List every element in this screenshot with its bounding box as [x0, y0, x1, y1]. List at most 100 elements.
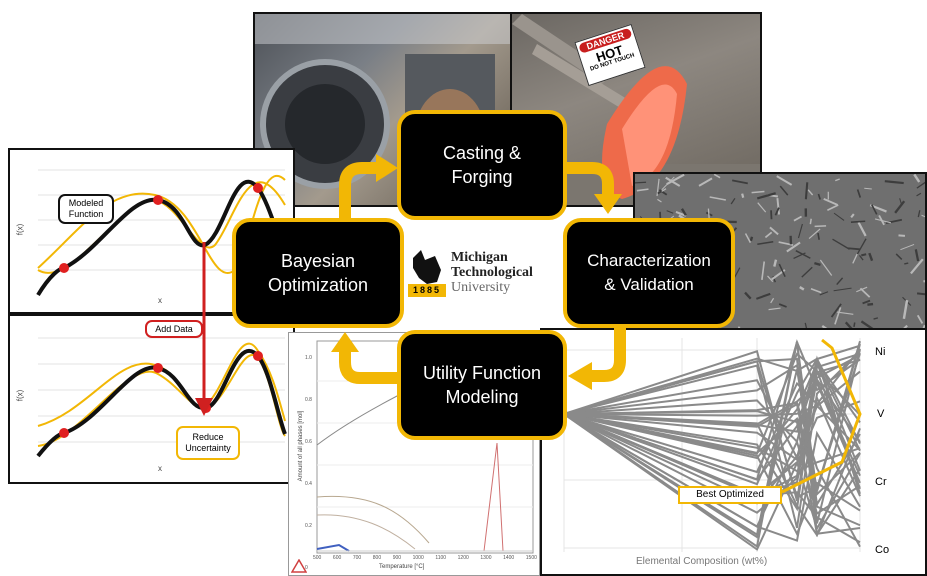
micro-grain	[666, 210, 674, 214]
micro-grain	[817, 232, 820, 240]
micro-grain	[864, 187, 872, 190]
micro-grain	[871, 204, 878, 215]
logo-year: 1885	[412, 285, 442, 295]
micro-grain	[768, 307, 781, 311]
micro-grain	[867, 302, 874, 306]
micro-grain	[767, 275, 774, 283]
micro-grain	[817, 193, 821, 200]
micro-grain	[850, 213, 855, 219]
micro-grain	[680, 208, 687, 216]
micro-grain	[757, 241, 774, 246]
micro-grain	[917, 210, 921, 218]
best-optimized-line	[781, 338, 862, 494]
gp-bottom-xlabel: x	[158, 464, 162, 473]
micro-grain	[801, 266, 813, 278]
phase-xtick: 600	[332, 555, 342, 561]
micro-grain	[916, 181, 925, 189]
micro-grain	[857, 221, 867, 237]
parallel-candidate-line	[563, 358, 861, 433]
thermocalc-logo-icon	[291, 559, 307, 573]
phase-xtick: 1000	[412, 555, 424, 561]
axis-label-co: Co	[875, 544, 890, 556]
micro-grain	[744, 233, 752, 243]
parallel-coordinates-graphic	[563, 338, 862, 552]
micro-grain	[823, 198, 838, 206]
phase-xtick: 900	[392, 555, 402, 561]
utility-function-modeling-step: Utility Function Modeling	[397, 330, 567, 440]
micro-grain	[661, 176, 675, 191]
micro-grain	[757, 202, 767, 213]
casting-forging-step: Casting & Forging	[397, 110, 567, 220]
phase-ytick: 0.4	[305, 481, 312, 487]
micro-grain	[904, 262, 909, 265]
phase-xtick: 700	[352, 555, 362, 561]
micro-grain	[810, 288, 822, 294]
micro-grain	[819, 259, 833, 276]
micro-grain	[709, 196, 726, 201]
logo-line-university: University	[451, 280, 511, 295]
micro-grain	[856, 286, 868, 293]
micro-grain	[698, 177, 713, 187]
micro-grain	[770, 297, 775, 304]
parallel-candidate-line	[563, 360, 861, 472]
micro-grain	[910, 258, 924, 275]
logo-line-michigan: Michigan	[451, 250, 508, 265]
micro-grain	[916, 314, 924, 324]
axis-label-ni: Ni	[875, 346, 886, 358]
micro-grain	[884, 180, 904, 185]
micro-grain	[894, 200, 906, 214]
micro-grain	[776, 175, 793, 186]
micro-grain	[635, 181, 647, 184]
micro-grain	[862, 299, 871, 305]
micro-grain	[868, 252, 874, 262]
parallel-candidate-line	[563, 357, 861, 535]
micro-grain	[769, 226, 779, 236]
micro-grain	[730, 197, 736, 205]
micro-grain	[833, 287, 852, 292]
micro-grain	[657, 198, 662, 203]
parallel-candidate-line	[563, 378, 861, 477]
phase-xtick: 1400	[503, 555, 515, 561]
phase-xtick: 1300	[480, 555, 492, 561]
parallel-candidate-line	[563, 370, 861, 512]
parallel-candidate-line	[563, 343, 861, 493]
parallel-coordinates-plot: Ni V Cr Co Elemental Composition (wt%) B…	[540, 328, 927, 576]
micro-grain	[902, 299, 909, 319]
phase-xtick: 1500	[525, 555, 537, 561]
micro-grain	[656, 178, 660, 197]
add-data-arrow	[195, 242, 213, 416]
micro-grain	[764, 231, 773, 239]
micro-grain	[666, 174, 685, 186]
micro-grain	[850, 220, 866, 223]
parallel-candidate-line	[563, 413, 861, 544]
micro-grain	[773, 259, 778, 267]
micro-grain	[756, 292, 771, 300]
micro-grain	[774, 207, 780, 216]
micro-grain	[657, 190, 663, 195]
best-optimized-label: Best Optimized	[678, 486, 782, 504]
micro-grain	[713, 174, 721, 179]
phase-ytick: 0.6	[305, 439, 312, 445]
phase-ytick: 0.8	[305, 397, 312, 403]
micro-grain	[778, 303, 787, 308]
characterization-validation-step: Characterization & Validation	[563, 218, 735, 328]
micro-grain	[827, 204, 839, 211]
parallel-candidate-line	[563, 350, 861, 502]
micro-grain	[848, 247, 861, 251]
parallel-candidate-line	[563, 359, 861, 481]
micro-grain	[744, 291, 752, 300]
micro-grain	[675, 210, 687, 217]
micro-grain	[874, 218, 892, 224]
micro-grain	[830, 303, 842, 318]
micro-grain	[916, 292, 925, 296]
parallel-candidate-line	[563, 355, 861, 495]
micro-grain	[814, 225, 827, 228]
micro-grain	[916, 192, 922, 197]
axis-label-cr: Cr	[875, 476, 887, 488]
micro-grain	[914, 249, 920, 262]
michigan-tech-logo: 1885 Michigan Technological University	[405, 248, 559, 300]
micro-grain	[751, 190, 765, 194]
micro-grain	[756, 192, 776, 200]
gp-plot-bottom: f(x) x Reduce Uncertainty	[8, 314, 295, 484]
